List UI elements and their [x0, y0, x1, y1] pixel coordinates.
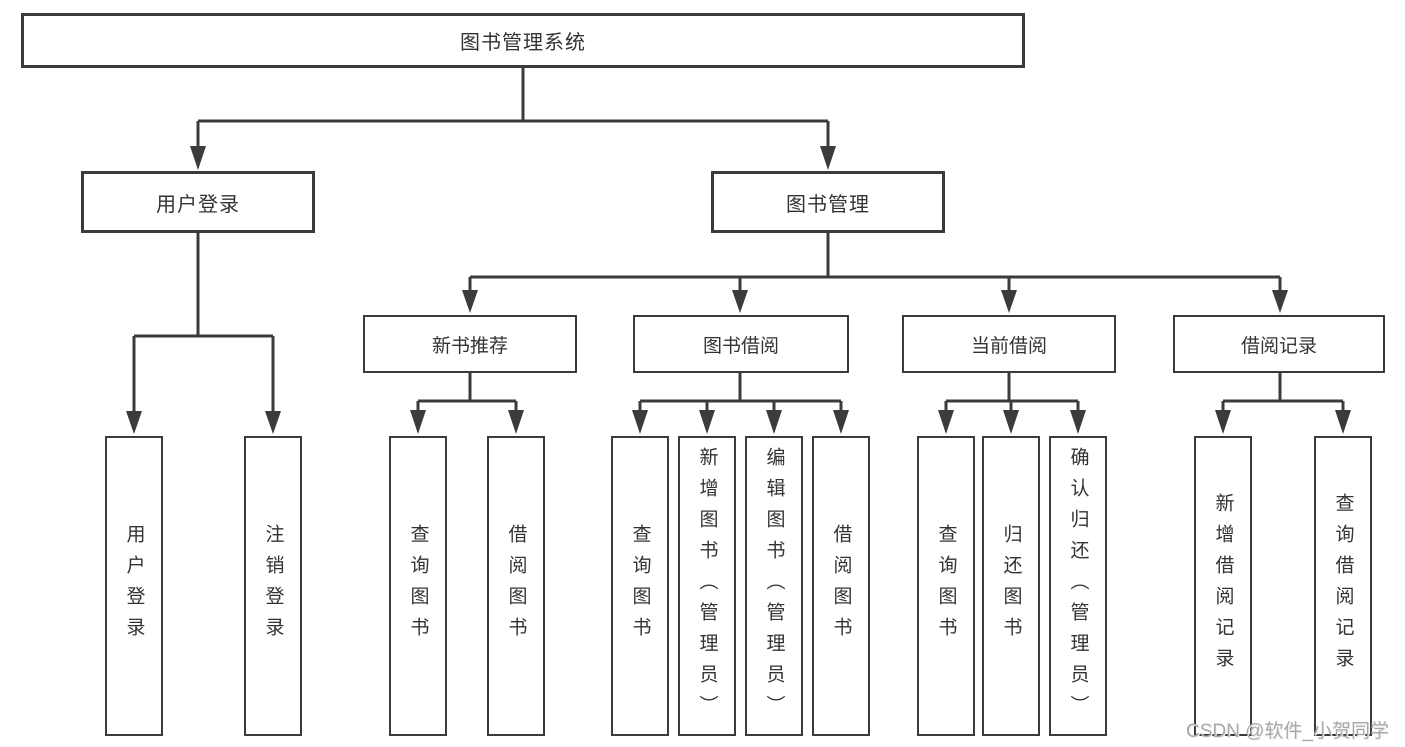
node-new-book-recommend: 新书推荐	[363, 315, 577, 373]
connector-book-borrow-branch	[632, 373, 849, 434]
leaf-query-books-recommend: 查询图书	[389, 436, 447, 736]
leaf-logout-login: 注销登录	[244, 436, 302, 736]
csdn-watermark: CSDN @软件_小贺同学	[1186, 721, 1389, 742]
leaf-add-borrow-record-label: 新增借阅记录	[1212, 493, 1234, 679]
leaf-query-borrow-record: 查询借阅记录	[1314, 436, 1372, 736]
leaf-add-borrow-record: 新增借阅记录	[1194, 436, 1252, 736]
node-book-management: 图书管理	[711, 171, 945, 233]
node-book-borrow: 图书借阅	[633, 315, 849, 373]
leaf-logout-login-label: 注销登录	[262, 524, 284, 648]
leaf-borrow-books-label: 借阅图书	[830, 524, 852, 648]
leaf-borrow-books-recommend-label: 借阅图书	[505, 524, 527, 648]
connector-current-borrow-branch	[938, 373, 1086, 434]
leaf-query-borrow-record-label: 查询借阅记录	[1332, 493, 1354, 679]
leaf-user-login: 用户登录	[105, 436, 163, 736]
leaf-query-books-borrow: 查询图书	[611, 436, 669, 736]
connector-user-login-branch	[126, 233, 281, 434]
leaf-borrow-books-recommend: 借阅图书	[487, 436, 545, 736]
node-borrow-records: 借阅记录	[1173, 315, 1385, 373]
node-current-borrow: 当前借阅	[902, 315, 1116, 373]
leaf-confirm-return-admin-label: 确认归还（管理员）	[1067, 446, 1089, 726]
leaf-borrow-books: 借阅图书	[812, 436, 870, 736]
connector-root-to-level2	[190, 68, 836, 170]
leaf-return-book-label: 归还图书	[1000, 524, 1022, 648]
connector-new-book-branch	[410, 373, 524, 434]
node-user-login: 用户登录	[81, 171, 315, 233]
connector-book-management-branch	[462, 233, 1288, 313]
leaf-add-book-admin: 新增图书（管理员）	[678, 436, 736, 736]
leaf-query-books-current-label: 查询图书	[935, 524, 957, 648]
leaf-query-books-recommend-label: 查询图书	[407, 524, 429, 648]
leaf-user-login-label: 用户登录	[123, 524, 145, 648]
leaf-query-books-borrow-label: 查询图书	[629, 524, 651, 648]
leaf-confirm-return-admin: 确认归还（管理员）	[1049, 436, 1107, 736]
leaf-return-book: 归还图书	[982, 436, 1040, 736]
leaf-query-books-current: 查询图书	[917, 436, 975, 736]
node-root-system: 图书管理系统	[21, 13, 1025, 68]
leaf-edit-book-admin: 编辑图书（管理员）	[745, 436, 803, 736]
connector-borrow-records-branch	[1215, 373, 1351, 434]
leaf-edit-book-admin-label: 编辑图书（管理员）	[763, 446, 785, 726]
leaf-add-book-admin-label: 新增图书（管理员）	[696, 446, 718, 726]
